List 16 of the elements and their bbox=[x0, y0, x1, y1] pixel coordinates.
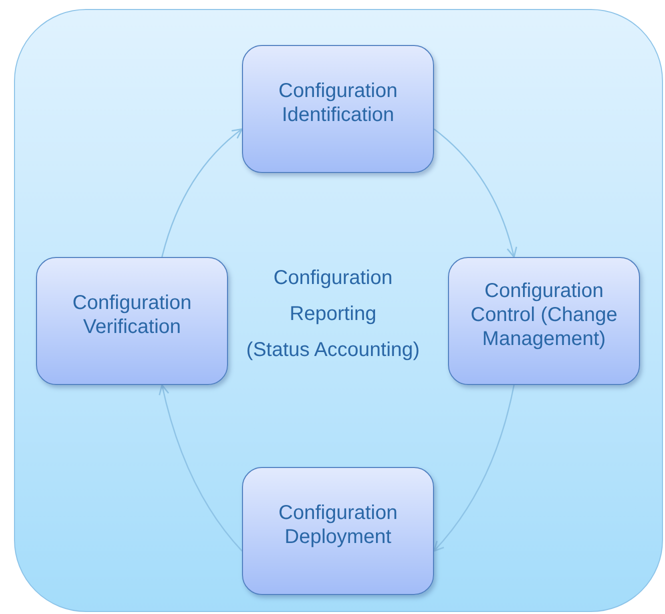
process-box bbox=[448, 257, 640, 385]
box-label: Configuration Identification bbox=[278, 79, 398, 127]
center-label: Reporting bbox=[290, 302, 376, 327]
center-label: (Status Accounting) bbox=[246, 338, 420, 363]
box-label: Configuration Verification bbox=[72, 291, 192, 339]
outer-panel bbox=[14, 9, 663, 612]
curved-arrow bbox=[161, 128, 243, 258]
curved-arrow bbox=[158, 384, 242, 552]
process-box bbox=[242, 45, 434, 173]
box-label: Configuration Control (Change Management) bbox=[470, 279, 618, 351]
curved-arrow bbox=[433, 384, 515, 552]
center-label: Configuration bbox=[274, 266, 392, 291]
process-box bbox=[242, 467, 434, 595]
curved-arrow bbox=[434, 128, 517, 258]
box-label: Configuration Deployment bbox=[278, 501, 398, 549]
process-box bbox=[36, 257, 228, 385]
